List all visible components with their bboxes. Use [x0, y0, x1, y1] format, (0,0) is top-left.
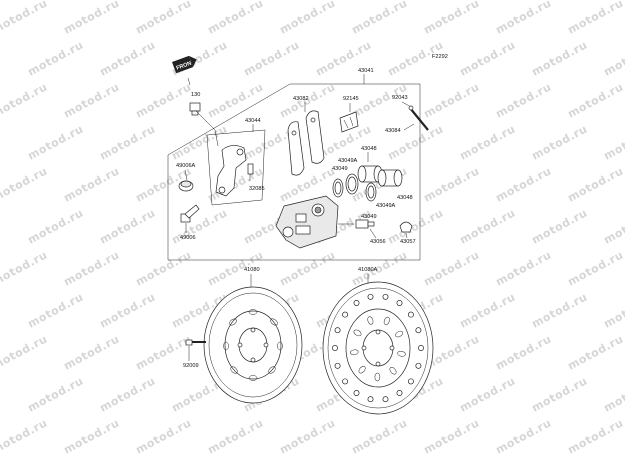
brake-pad-right — [305, 110, 325, 164]
brake-pad-left — [287, 121, 305, 176]
disc-cutout — [389, 366, 397, 375]
label-41080A: 41080A — [358, 267, 378, 273]
disc-cutout — [353, 329, 362, 337]
disc-hole — [396, 390, 403, 396]
disc-cutout — [395, 330, 404, 338]
label-43082: 43082 — [293, 96, 309, 102]
seal-43049A-b — [365, 182, 377, 202]
disc-hole — [334, 327, 341, 334]
figure-code: F2292 — [432, 54, 448, 60]
disc-hole — [418, 345, 424, 351]
label-43049-bottom: 43049 — [361, 214, 377, 220]
disc-hole — [334, 362, 341, 369]
disc-cutout — [350, 349, 359, 356]
leader-front — [187, 77, 191, 86]
disc-cutout — [358, 366, 366, 374]
label-92009: 92009 — [183, 363, 199, 369]
disc-hole — [415, 327, 422, 334]
boot-49006A — [178, 180, 194, 192]
pad-spring-92145 — [339, 111, 359, 133]
bleeder-43056 — [355, 219, 375, 229]
piston-43048-b — [377, 169, 403, 187]
bracket-box — [206, 129, 266, 206]
label-43049A-bottom: 43049A — [376, 203, 396, 209]
disc-hole — [382, 396, 389, 403]
disc-hole — [415, 362, 422, 369]
brake-disc-41080A — [322, 281, 434, 415]
disc-hole — [367, 293, 374, 300]
label-43041: 43041 — [358, 68, 374, 74]
leader-49006A — [184, 169, 188, 181]
label-130: 130 — [191, 92, 200, 98]
disc-hole — [396, 300, 403, 306]
disc-hole — [342, 311, 349, 318]
disc-hole — [407, 311, 414, 318]
pin-92043 — [408, 105, 429, 131]
leader-43056 — [369, 228, 377, 239]
disc-hole — [407, 378, 414, 385]
brake-disc-41080 — [203, 286, 303, 404]
label-49006A: 49006A — [176, 163, 196, 169]
label-32085: 32085 — [249, 186, 265, 192]
label-43057: 43057 — [400, 239, 416, 245]
cap-43057 — [399, 221, 413, 233]
label-43049-top: 43049 — [332, 166, 348, 172]
label-92145: 92145 — [343, 96, 359, 102]
disc-hole — [342, 378, 349, 385]
label-43048-right: 43048 — [397, 195, 413, 201]
leader-43084 — [403, 123, 415, 131]
leader-43057 — [405, 232, 408, 239]
pin-32085 — [247, 163, 254, 181]
assembly-frame — [167, 83, 421, 261]
disc-hole — [353, 390, 360, 396]
front-arrow-symbol: FRONT — [172, 55, 197, 74]
caliper-body — [275, 195, 339, 249]
disc-hole — [367, 396, 374, 403]
disc-41080A-holes — [332, 293, 424, 403]
disc-cutout — [374, 372, 381, 382]
leader-130-bolt — [195, 110, 216, 131]
disc-cutout — [367, 316, 374, 325]
label-43056: 43056 — [370, 239, 386, 245]
disc-hole — [353, 300, 360, 306]
label-43048-top: 43048 — [361, 146, 377, 152]
caliper-bracket-43044 — [215, 145, 247, 197]
pin-bolt-49006 — [180, 204, 200, 223]
disc-cutout — [397, 350, 406, 357]
screw-92009 — [185, 339, 206, 346]
disc-cutout — [383, 316, 390, 326]
dust-seal-43049A — [345, 173, 359, 195]
label-43049A-top: 43049A — [338, 158, 358, 164]
label-49006: 49006 — [180, 235, 196, 241]
label-43084: 43084 — [385, 128, 401, 134]
label-92043: 92043 — [392, 95, 408, 101]
disc-hole — [332, 345, 338, 351]
disc-hole — [382, 293, 389, 300]
piston-seal-43049 — [332, 178, 344, 198]
leader-130-bracket — [214, 129, 219, 147]
label-41080: 41080 — [244, 267, 260, 273]
label-43044: 43044 — [245, 118, 261, 124]
